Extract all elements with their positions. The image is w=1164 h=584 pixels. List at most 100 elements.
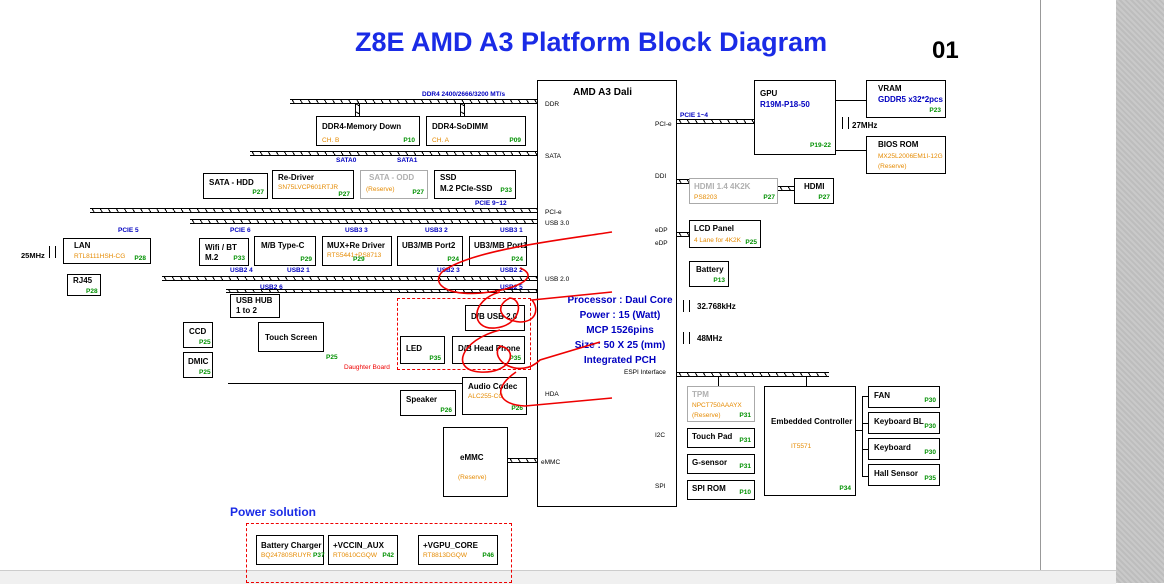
cpu-pin-pcie: PCI-e bbox=[655, 121, 672, 128]
ddr-sodimm-bus bbox=[460, 104, 465, 116]
battery-block: Battery P13 bbox=[689, 261, 729, 287]
clock-48mhz: 48MHz bbox=[697, 334, 723, 343]
espi-drop-tpm bbox=[718, 377, 719, 386]
page-title: Z8E AMD A3 Platform Block Diagram bbox=[355, 27, 828, 57]
kb-link bbox=[862, 449, 868, 450]
ec-block: Embedded Controller IT5571 P34 bbox=[764, 386, 856, 496]
usb-hub-name2: 1 to 2 bbox=[236, 306, 257, 315]
power-item-name: +VGPU_CORE bbox=[423, 541, 478, 550]
pcie912-label: PCIE 9~12 bbox=[475, 200, 507, 207]
ddr4-down-sub: CH. B bbox=[322, 137, 340, 144]
gsensor-name: G-sensor bbox=[692, 458, 728, 467]
usb3-bus bbox=[190, 219, 537, 224]
daughter-board-label: Daughter Board bbox=[344, 364, 390, 371]
ub3-port2-block: UB3/MB Port2 P24 bbox=[397, 236, 463, 266]
touch-screen-name: Touch Screen bbox=[265, 333, 318, 342]
hdmi-bridge-page: P27 bbox=[763, 194, 775, 201]
clock-32khz: 32.768kHz bbox=[697, 302, 736, 311]
usb22-label: USB2 2 bbox=[500, 267, 523, 274]
power-battery-charger: Battery Charger BQ24780SRUYR P37 bbox=[256, 535, 325, 565]
pcie-bus bbox=[90, 208, 537, 213]
audio-codec-page: P26 bbox=[511, 405, 523, 412]
vram-sub: GDDR5 x32*2pcs bbox=[878, 95, 943, 104]
tpm-sub: NPCT750AAAYX bbox=[692, 402, 742, 409]
cpu-name: AMD A3 Dali bbox=[573, 87, 633, 98]
db-usb-block: D/B USB 2.0 bbox=[465, 305, 525, 331]
right-margin bbox=[1040, 0, 1041, 570]
power-item-page: P46 bbox=[482, 552, 494, 559]
clock-25mhz: 25MHz bbox=[21, 251, 45, 260]
ddr4-sodimm-sub: CH. A bbox=[432, 137, 449, 144]
wifi-page: P33 bbox=[233, 255, 245, 262]
lcd-sub: 4 Lane for 4K2K bbox=[694, 237, 741, 244]
led-block: LED P35 bbox=[400, 336, 445, 364]
usb23-label: USB2 3 bbox=[437, 267, 460, 274]
touchpad-page: P31 bbox=[739, 437, 751, 444]
hdmi-block: HDMI P27 bbox=[794, 178, 834, 204]
cpu-pin-i2c: I2C bbox=[655, 432, 666, 439]
sata-hdd-name: SATA - HDD bbox=[209, 178, 254, 187]
usb31-label: USB3 1 bbox=[500, 227, 523, 234]
usb2-bus-2 bbox=[226, 289, 537, 293]
hdmi-bridge-name: HDMI 1.4 4K2K bbox=[694, 182, 751, 191]
sata-bus bbox=[250, 151, 537, 156]
ccd-page: P25 bbox=[199, 339, 211, 346]
audio-codec-sub: ALC255-CG bbox=[468, 393, 504, 400]
db-headphone-name: D/B Head Phone bbox=[458, 344, 521, 353]
pcie14-bus bbox=[677, 119, 754, 124]
cpu-pin-espi: ESPI Interface bbox=[624, 369, 666, 376]
usb33-label: USB3 3 bbox=[345, 227, 368, 234]
ub3-port1-block: UB3/MB Port1 P24 bbox=[469, 236, 527, 266]
tpm-page: P31 bbox=[739, 412, 751, 419]
db-usb-name: D/B USB 2.0 bbox=[471, 312, 518, 321]
scrollbar-track[interactable] bbox=[1116, 0, 1164, 583]
rj45-page: P28 bbox=[86, 288, 98, 295]
touchpad-block: Touch Pad P31 bbox=[687, 428, 755, 448]
tpm-block: TPM NPCT750AAAYX (Reserve) P31 bbox=[687, 386, 755, 422]
kbbl-block: Keyboard BL P30 bbox=[868, 412, 940, 434]
ssd-name2: M.2 PCIe-SSD bbox=[440, 184, 493, 193]
pcie5-label: PCIE 5 bbox=[118, 227, 139, 234]
ddr4-down-block: DDR4-Memory Down CH. B P10 bbox=[316, 116, 420, 146]
power-vgpu-core: +VGPU_CORE RT8813DGQW P46 bbox=[418, 535, 498, 565]
ub3-port1-page: P24 bbox=[511, 256, 523, 263]
redriver-page: P27 bbox=[338, 191, 350, 198]
fan-link bbox=[862, 396, 868, 397]
redriver-name: Re-Driver bbox=[278, 173, 315, 182]
hdmi-bridge-block: HDMI 1.4 4K2K PS8203 P27 bbox=[689, 178, 778, 204]
gpu-page: P19-22 bbox=[810, 142, 831, 149]
keyboard-name: Keyboard bbox=[874, 443, 911, 452]
led-name: LED bbox=[406, 344, 422, 353]
ec-periph-bus bbox=[862, 396, 863, 476]
mux-page: P29 bbox=[353, 256, 365, 263]
cpu-pin-hda: HDA bbox=[545, 391, 559, 398]
page-number: 01 bbox=[932, 37, 959, 64]
ddr4-sodimm-block: DDR4-SoDIMM CH. A P09 bbox=[426, 116, 526, 146]
usb21-label: USB2 1 bbox=[287, 267, 310, 274]
ssd-block: SSD M.2 PCIe-SSD P33 bbox=[434, 170, 516, 199]
ddr4-sodimm-page: P09 bbox=[509, 137, 521, 144]
touchpad-name: Touch Pad bbox=[692, 432, 733, 441]
lcd-name: LCD Panel bbox=[694, 224, 735, 233]
fan-page: P30 bbox=[924, 397, 936, 404]
emmc-bus bbox=[508, 458, 537, 463]
sata-odd-block: SATA - ODD (Reserve) P27 bbox=[360, 170, 428, 199]
crystal-25mhz bbox=[49, 246, 56, 258]
redriver-sub: SN75LVCP601RTJR bbox=[278, 184, 339, 191]
led-page: P35 bbox=[429, 355, 441, 362]
speaker-page: P26 bbox=[440, 407, 452, 414]
hdmi-bridge-sub: PS8203 bbox=[694, 194, 718, 201]
crystal-27mhz bbox=[842, 117, 849, 129]
audio-codec-name: Audio Codec bbox=[468, 382, 518, 391]
bottom-scrollbar[interactable] bbox=[0, 570, 1116, 584]
bios-block: BIOS ROM MX25L2006EM1I-12G (Reserve) bbox=[866, 136, 946, 174]
lan-page: P28 bbox=[134, 255, 146, 262]
bios-link bbox=[836, 150, 866, 151]
crystal-32khz bbox=[683, 300, 690, 312]
fan-name: FAN bbox=[874, 391, 890, 400]
cpu-spec: Processor : Daul Core Power : 15 (Watt) … bbox=[545, 293, 695, 368]
cpu-pin-edp2: eDP bbox=[655, 240, 668, 247]
power-item-sub: BQ24780SRUYR bbox=[261, 552, 312, 559]
ddr4-sodimm-name: DDR4-SoDIMM bbox=[432, 122, 488, 131]
cpu-spec-line: Size : 50 X 25 (mm) bbox=[574, 340, 666, 351]
